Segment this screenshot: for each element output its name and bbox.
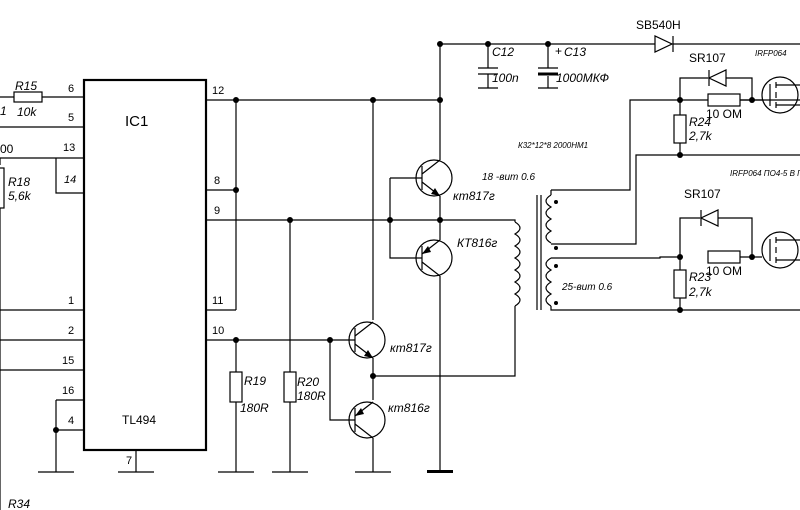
r23-ref: R23 bbox=[689, 270, 712, 284]
q2-transistor bbox=[415, 239, 453, 277]
r19-value: 180R bbox=[240, 401, 269, 415]
pin-7: 7 bbox=[126, 455, 133, 467]
q3-ref: кт817г bbox=[390, 341, 432, 355]
c12-ref: C12 bbox=[492, 45, 515, 59]
mosfet-upper bbox=[761, 76, 799, 114]
transformer-primary: 18 -вит 0.6 bbox=[482, 172, 536, 183]
pin-8: 8 bbox=[214, 175, 221, 187]
edge-text-00: 00 bbox=[0, 142, 14, 156]
pin-10: 10 bbox=[212, 325, 225, 337]
pin-12: 12 bbox=[212, 85, 225, 97]
q1-ref: кт817г bbox=[453, 189, 495, 203]
transformer-secondary: 25-вит 0.6 bbox=[562, 282, 613, 293]
r19-resistor bbox=[229, 371, 243, 403]
c13-polarity: + bbox=[555, 44, 563, 58]
r23-resistor bbox=[673, 269, 687, 299]
r-10om-upper bbox=[707, 93, 741, 107]
r-10om-lower bbox=[707, 250, 741, 264]
pin-13: 13 bbox=[63, 142, 76, 154]
sb540h-ref: SB540H bbox=[636, 18, 681, 32]
r10om-lower-value: 10 OM bbox=[706, 264, 743, 278]
sr107-diode-upper bbox=[707, 69, 727, 87]
r24-resistor bbox=[673, 114, 687, 144]
mosfet-upper-ref: IRFP064 bbox=[755, 49, 787, 58]
r18-resistor bbox=[0, 167, 5, 209]
sr107-lower-ref: SR107 bbox=[684, 187, 721, 201]
q3-transistor bbox=[348, 321, 386, 359]
q4-ref: кт816г bbox=[388, 401, 430, 415]
c13-value: 1000МКФ bbox=[556, 71, 610, 85]
pin-4: 4 bbox=[68, 415, 75, 427]
pin-11: 11 bbox=[212, 295, 224, 307]
r18-value: 5,6k bbox=[8, 189, 31, 203]
pin-14: 14 bbox=[64, 174, 77, 186]
r20-ref: R20 bbox=[297, 375, 320, 389]
mosfet-lower bbox=[761, 231, 799, 269]
r34-ref: R34 bbox=[8, 497, 31, 510]
q4-transistor bbox=[348, 401, 386, 439]
pin-2: 2 bbox=[68, 325, 75, 337]
r18-ref: R18 bbox=[8, 175, 31, 189]
c13-ref: C13 bbox=[564, 45, 587, 59]
ic1-body bbox=[82, 78, 208, 452]
edge-text-1: 1 bbox=[0, 104, 7, 118]
pin-5: 5 bbox=[68, 112, 75, 124]
pin-6: 6 bbox=[68, 83, 75, 95]
r10om-upper-value: 10 OM bbox=[706, 107, 743, 121]
r24-ref: R24 bbox=[689, 115, 712, 129]
transformer-core: К32*12*8 2000НМ1 bbox=[518, 141, 589, 150]
r20-value: 180R bbox=[297, 389, 326, 403]
ic-part-number: TL494 bbox=[122, 413, 157, 427]
pin-1: 1 bbox=[68, 295, 75, 307]
r24-value: 2,7k bbox=[689, 129, 712, 143]
sr107-diode-lower bbox=[699, 209, 719, 227]
r15-resistor bbox=[13, 91, 43, 103]
mosfet-lower-ref: IRFP064 ПО4-5 В П bbox=[730, 169, 800, 178]
r20-resistor bbox=[283, 371, 297, 403]
sb540h-diode bbox=[654, 35, 674, 53]
c12-value: 100n bbox=[492, 71, 519, 85]
ic-name: IC1 bbox=[125, 113, 149, 130]
r15-ref: R15 bbox=[15, 79, 38, 93]
pin-15: 15 bbox=[62, 355, 75, 367]
pin-9: 9 bbox=[214, 205, 221, 217]
q2-ref: КТ816г bbox=[457, 236, 498, 250]
r15-value: 10k bbox=[17, 105, 37, 119]
sr107-upper-ref: SR107 bbox=[689, 51, 726, 65]
r23-value: 2,7k bbox=[689, 285, 712, 299]
pin-16: 16 bbox=[62, 385, 75, 397]
r19-ref: R19 bbox=[244, 374, 267, 388]
ground-bar bbox=[427, 470, 453, 473]
